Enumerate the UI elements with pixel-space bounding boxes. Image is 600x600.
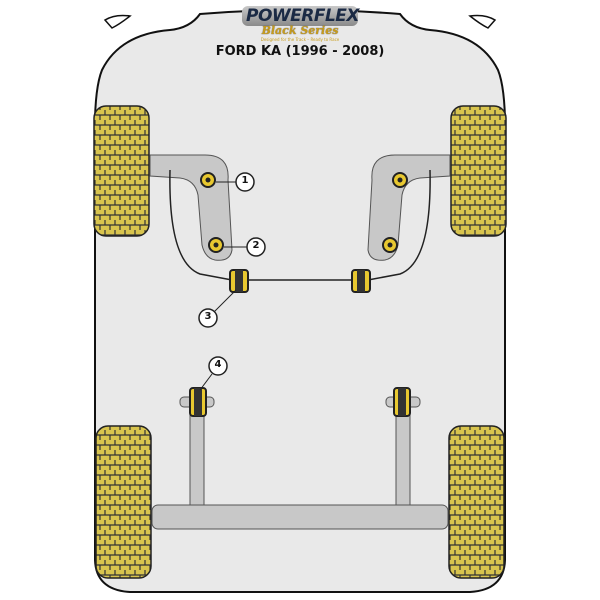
callout-label-3: 3 xyxy=(204,311,212,322)
tyre-front-right xyxy=(450,105,507,237)
rear-bush-left xyxy=(179,387,215,417)
callout-2 xyxy=(224,237,266,257)
bush-2-left xyxy=(208,237,224,253)
callout-label-1: 1 xyxy=(241,175,249,186)
anti-roll-bar xyxy=(169,169,431,281)
headlight-right xyxy=(468,14,497,29)
callout-1 xyxy=(216,172,255,192)
callout-label-4: 4 xyxy=(214,359,222,370)
callout-3 xyxy=(198,289,237,328)
logo-brand: POWERFLEX xyxy=(242,6,360,26)
tyre-rear-left xyxy=(95,425,152,579)
bush-2-right xyxy=(382,237,398,253)
callout-4 xyxy=(199,356,228,391)
vehicle-title: FORD KA (1996 - 2008) xyxy=(215,44,385,59)
tyre-rear-right xyxy=(448,425,505,579)
arb-bush-right xyxy=(351,269,371,293)
arb-bush-left xyxy=(229,269,249,293)
bush-1-left xyxy=(200,172,216,188)
callout-label-2: 2 xyxy=(252,240,260,251)
headlight-left xyxy=(103,14,132,29)
logo-tagline: Designed for the Track – Ready to Race xyxy=(260,37,340,42)
rear-bush-right xyxy=(385,387,421,417)
logo-series: Black Series xyxy=(261,24,339,37)
tyre-front-left xyxy=(93,105,150,237)
wishbone-right xyxy=(367,154,451,261)
bush-1-right xyxy=(392,172,408,188)
rear-axle-beam xyxy=(151,504,449,530)
powerflex-logo: POWERFLEX Black Series Designed for the … xyxy=(242,6,360,42)
